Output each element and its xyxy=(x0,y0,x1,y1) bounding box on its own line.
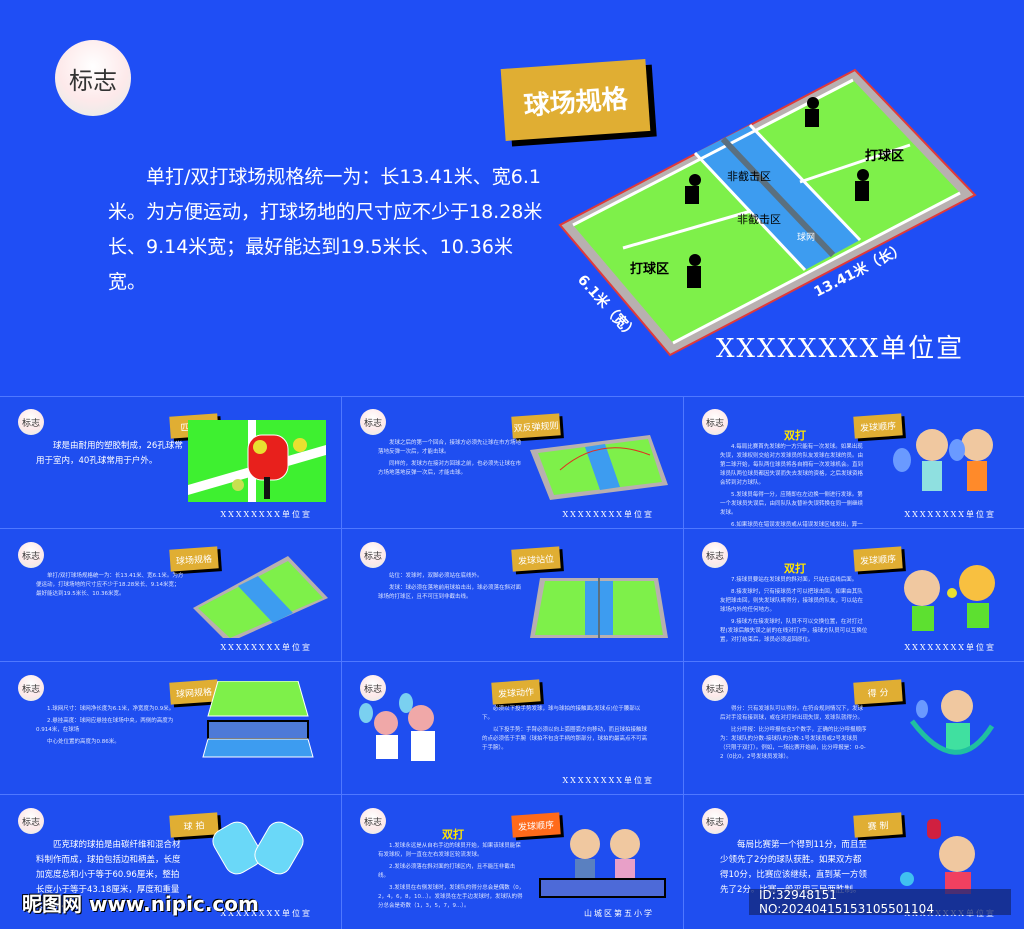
logo-badge: 标志 xyxy=(360,675,386,701)
slide-title-tag: 发球动作 xyxy=(491,679,541,705)
main-description: 单打/双打球场规格统一为：长13.41米、宽6.1米。为方便运动，打球场地的尺寸… xyxy=(108,166,543,293)
slide-paragraph: 发球之后的第一个回合，接球方必须先让球在市方场地落地反弹一次后，才能击球。 xyxy=(378,440,522,455)
girl-illustration xyxy=(910,690,995,755)
slide-text: 单打/双打球场规格统一为：长13.41米、宽6.1米。为方便运动，打球场地的尺寸… xyxy=(36,572,184,602)
slide-paragraph: 1.球网尺寸：球网净长度为6.1米，净宽度为0.9米。 xyxy=(47,706,175,712)
slide-subtitle: 双打 xyxy=(442,828,464,841)
kids2-illustration xyxy=(904,565,995,631)
logo-badge: 标志 xyxy=(18,409,44,435)
slide-paragraph: 匹克球的球拍是由碳纤维和混合材料制作而成，球拍包括边和柄盖，长度加宽度总和小于等… xyxy=(36,840,181,910)
slide-paragraph: 2.悬挂高度：球网应悬挂在球场中央，两侧的高度为0.914米，在球场 xyxy=(36,718,174,733)
slide-paragraph: 单打/双打球场规格统一为：长13.41米、宽6.1米。为方便运动，打球场地的尺寸… xyxy=(36,573,184,597)
boy-illustration xyxy=(900,819,975,894)
image-id-strip: ID:32948151 NO:20240415153105501104 xyxy=(749,888,1011,916)
watermark: XXXXXXXX单位宣 xyxy=(904,643,996,652)
logo-badge: 标志 xyxy=(702,675,728,701)
watermark: XXXXXXXX单位宣 xyxy=(562,776,654,785)
couple-illustration xyxy=(539,829,666,898)
slide-thumbnail[interactable]: 标志球 拍匹克球的球拍是由碳纤维和混合材料制作而成，球拍包括边和柄盖，长度加宽度… xyxy=(0,796,340,927)
site-watermark: 昵图网 www.nipic.com xyxy=(22,892,259,916)
logo-badge: 标志 xyxy=(360,808,386,834)
slide-paragraph: 7.接球员要站在发球员的斜对面，只站在底线后面。 xyxy=(731,577,858,583)
slide-paragraph: 球是由耐用的塑胶制成，26孔球常用于室内，40孔球常用于户外。 xyxy=(36,441,183,466)
slide-divider xyxy=(683,396,684,929)
logo-badge: 标志 xyxy=(18,675,44,701)
slide-paragraph: 同样的，发球方在接对方回球之前，也必须先让球在市方场地落地反弹一次后，才能击球。 xyxy=(378,461,522,476)
slide-thumbnail[interactable]: 标志 发球动作必须以下投手势发球，球与球拍的接触面(发球点)位于腰部以下。以下投手… xyxy=(342,663,682,794)
main-slide: 标志 球场规格 单打/双打球场规格统一为：长13.41米、宽6.1米。为方便运动… xyxy=(0,0,1024,396)
slide-paragraph: 2.发球必须落在斜对面的打球区内，且不能压非截击线。 xyxy=(378,864,516,879)
slide-paragraph: 9.接球方在接发球时，队员不可以交换位置，在对打过程(发球后触失误之前的在线对打… xyxy=(720,619,868,643)
slide-thumbnail[interactable]: 标志球场规格单打/双打球场规格统一为：长13.41米、宽6.1米。为方便运动，打… xyxy=(0,530,340,661)
slide-paragraph: 以下投手势：手臂必须以向上弧圈弧方向移动，而且球拍接触球的点必须低于手腕（球拍不… xyxy=(482,727,648,751)
court-diagram: 打球区 打球区 非截击区 非截击区 球网 6.1米（宽） 13.41米（长） xyxy=(558,68,977,357)
watermark: XXXXXXXX单位宣 xyxy=(220,909,312,918)
kids-illustration xyxy=(893,429,993,491)
slide-paragraph: 1.发球永远是从自右手边的球员开始，如果该球员能保有发球权，则一直在左右发球区轮… xyxy=(378,843,521,858)
logo-badge: 标志 xyxy=(18,542,44,568)
watermark: XXXXXXXX单位宣 xyxy=(562,510,654,519)
slide-paragraph: 站位：发球时，双脚必须站在底线外。 xyxy=(389,573,483,579)
slide-paragraph: 发球：球必须在落地前用球拍击出，球必须落在斜对面球场的打球区，且不可压到非截击线… xyxy=(378,585,522,600)
slide-subtitle: 双打 xyxy=(784,429,806,442)
slide-subtitle: 双打 xyxy=(784,562,806,575)
logo-badge: 标志 xyxy=(55,40,131,116)
slide-divider xyxy=(0,396,1024,397)
ball-illustration xyxy=(188,420,326,502)
logo-badge: 标志 xyxy=(702,409,728,435)
action-illustration xyxy=(359,693,435,761)
slide-text: 匹克球的球拍是由碳纤维和混合材料制作而成，球拍包括边和柄盖，长度加宽度总和小于等… xyxy=(36,838,184,916)
rebound-illustration xyxy=(530,435,668,500)
slide-thumbnail[interactable]: 标志双反弹规则发球之后的第一个回合，接球方必须先让球在市方场地落地反弹一次后，才… xyxy=(342,397,682,528)
slide-text: 1.发球永远是从自右手边的球员开始，如果该球员能保有发球权，则一直在左右发球区轮… xyxy=(378,842,526,914)
slide-paragraph: 得分：只有发球队可以得分。在符合规则情况下，发球后对手没有接到球，或在对打时出现… xyxy=(720,706,864,721)
slide-thumbnail[interactable]: 标志得 分得分：只有发球队可以得分。在符合规则情况下，发球后对手没有接到球，或在… xyxy=(684,663,1024,794)
slide-text: 必须以下投手势发球，球与球拍的接触面(发球点)位于腰部以下。以下投手势：手臂必须… xyxy=(482,705,647,756)
logo-badge: 标志 xyxy=(18,808,44,834)
slide-paragraph: 4.每局比赛首先发球的一方只能有一次发球。如果出现失误，发球权则交给对方发球员的… xyxy=(720,444,864,486)
slide-text: 发球之后的第一个回合，接球方必须先让球在市方场地落地反弹一次后，才能击球。同样的… xyxy=(378,439,526,481)
slide-paragraph: 3.发球员在右侧发球时，发球队的得分总会是偶数（0，2，4，6，8，10...）… xyxy=(378,885,525,909)
slide-paragraph: 6.如果球员在错误发球员或从错误发球区域发出，算一次发球失误。 xyxy=(731,522,863,528)
slide-divider xyxy=(0,794,1024,795)
net-illustration xyxy=(202,681,314,758)
watermark: XXXXXXXX单位宣 xyxy=(904,510,996,519)
slide-text: 得分：只有发球队可以得分。在符合规则情况下，发球后对手没有接到球，或在对打时出现… xyxy=(720,705,868,765)
logo-badge: 标志 xyxy=(360,542,386,568)
slide-text: 7.接球员要站在发球员的斜对面，只站在底线后面。 8.接发球时，只有接球员才可以把… xyxy=(720,576,868,648)
court-illustration xyxy=(193,556,328,638)
slide-thumbnail[interactable]: 标志发球站位站位：发球时，双脚必须站在底线外。发球：球必须在落地前用球拍击出，球… xyxy=(342,530,682,661)
slide-text: 站位：发球时，双脚必须站在底线外。发球：球必须在落地前用球拍击出，球必须落在斜对… xyxy=(378,572,526,605)
court-zone-right: 打球区 xyxy=(865,148,904,164)
nvz-top: 非截击区 xyxy=(727,169,771,183)
logo-badge: 标志 xyxy=(702,808,728,834)
slide-divider xyxy=(0,528,1024,529)
paddles-illustration xyxy=(212,821,304,875)
serve-illustration xyxy=(530,578,668,638)
slide-paragraph: 8.接发球时，只有接球员才可以把球击回，如果由其队友把球击回，则失发球队将得分，… xyxy=(720,589,864,613)
watermark: XXXXXXXX单位宣 xyxy=(716,334,965,364)
slide-paragraph: 必须以下投手势发球，球与球拍的接触面(发球点)位于腰部以下。 xyxy=(482,706,641,721)
watermark: 山城区第五小学 xyxy=(584,909,654,918)
slide-thumbnail[interactable]: 标志匹克球球是由耐用的塑胶制成，26孔球常用于室内，40孔球常用于户外。XXXX… xyxy=(0,397,340,528)
watermark: XXXXXXXX单位宣 xyxy=(220,510,312,519)
logo-badge: 标志 xyxy=(360,409,386,435)
net-label: 球网 xyxy=(797,231,815,243)
court-zone-left: 打球区 xyxy=(630,261,669,277)
nvz-bottom: 非截击区 xyxy=(737,212,781,226)
slide-text: 1.球网尺寸：球网净长度为6.1米，净宽度为0.9米。 2.悬挂高度：球网应悬挂在… xyxy=(36,705,184,750)
slide-text: 球是由耐用的塑胶制成，26孔球常用于室内，40孔球常用于户外。 xyxy=(36,439,184,472)
slide-divider xyxy=(341,396,342,929)
slide-paragraph: 比分呼报：比分呼报包含3个数字，正确的比分呼报顺序为：发球队的分数-接球队的分数… xyxy=(720,727,867,760)
slide-text: 4.每局比赛首先发球的一方只能有一次发球。如果出现失误，发球权则交给对方发球员的… xyxy=(720,443,868,528)
slide-paragraph: 5.发球员每得一分，应随即在左边换一侧进行发球。第一个发球员失误后，由同队队友替… xyxy=(720,492,864,516)
slide-divider xyxy=(0,661,1024,662)
slide-paragraph: 中心处位置的高度为0.86米。 xyxy=(47,739,120,745)
watermark: XXXXXXXX单位宣 xyxy=(220,643,312,652)
logo-badge: 标志 xyxy=(702,542,728,568)
